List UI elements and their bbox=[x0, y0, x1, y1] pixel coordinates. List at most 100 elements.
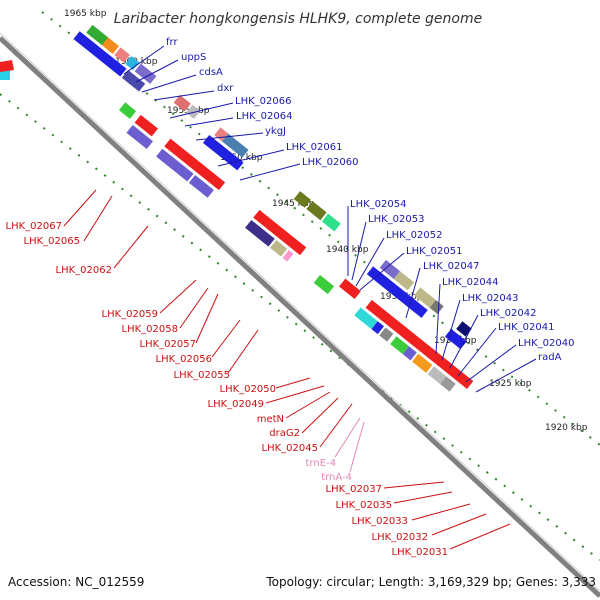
gene-block bbox=[393, 271, 415, 291]
gene-block bbox=[156, 148, 194, 182]
gene-label: LHK_02053 bbox=[368, 214, 424, 225]
kbp-tick: 1925 kbp bbox=[489, 379, 532, 389]
gene-block bbox=[313, 275, 335, 295]
gene-block bbox=[101, 37, 120, 54]
gene-label: LHK_02059 bbox=[102, 309, 158, 320]
gene-block bbox=[121, 69, 146, 92]
rna-connectors bbox=[334, 417, 365, 473]
gene-block bbox=[371, 321, 385, 335]
gene-label: LHK_02054 bbox=[350, 199, 406, 210]
gene-block bbox=[222, 133, 249, 158]
gene-block bbox=[270, 240, 288, 257]
gene-label: dxr bbox=[217, 83, 234, 94]
gene-label: LHK_02043 bbox=[462, 293, 518, 304]
gene-label: LHK_02066 bbox=[235, 96, 291, 107]
gene-block bbox=[444, 328, 467, 350]
gene-label: LHK_02056 bbox=[156, 354, 212, 365]
gene-label: LHK_02052 bbox=[386, 230, 442, 241]
gene-block bbox=[173, 94, 191, 112]
kbp-tick: 1940 kbp bbox=[326, 245, 369, 255]
gene-block bbox=[306, 201, 327, 221]
gene-block bbox=[245, 220, 275, 247]
gene-label: LHK_02067 bbox=[6, 221, 62, 232]
gene-features bbox=[0, 24, 474, 392]
gene-label: LHK_02064 bbox=[236, 111, 292, 122]
topology-text: Topology: circular; Length: 3,169,329 bp… bbox=[265, 575, 596, 589]
gene-label: LHK_02062 bbox=[56, 265, 112, 276]
gene-block bbox=[390, 336, 409, 355]
gene-label: LHK_02037 bbox=[326, 484, 382, 495]
gene-block bbox=[440, 376, 456, 392]
gene-block bbox=[339, 278, 361, 299]
gene-block bbox=[365, 299, 474, 389]
gene-label: LHK_02055 bbox=[174, 370, 230, 381]
gene-label: LHK_02045 bbox=[262, 443, 318, 454]
gene-block bbox=[402, 346, 417, 361]
gene-block bbox=[186, 104, 201, 119]
gene-label: LHK_02057 bbox=[140, 339, 196, 350]
gene-label: LHK_02065 bbox=[24, 236, 80, 247]
outer-guide-line bbox=[41, 11, 600, 446]
gene-block bbox=[456, 321, 472, 337]
gene-label: frr bbox=[166, 37, 178, 48]
gene-block bbox=[429, 299, 444, 314]
gene-label: ykgJ bbox=[265, 126, 286, 137]
kbp-tick: 1920 kbp bbox=[545, 423, 588, 433]
gene-label: LHK_02061 bbox=[286, 142, 342, 153]
gene-label: LHK_02031 bbox=[392, 547, 448, 558]
gene-block bbox=[86, 24, 110, 47]
gene-label: LHK_02058 bbox=[122, 324, 178, 335]
gene-block bbox=[366, 266, 428, 318]
gene-block bbox=[354, 307, 378, 330]
genome-backbone bbox=[0, 36, 600, 598]
gene-block bbox=[202, 135, 244, 171]
gene-block bbox=[164, 138, 226, 191]
gene-block bbox=[282, 250, 294, 262]
bottom-connectors bbox=[63, 189, 511, 550]
gene-block bbox=[134, 114, 159, 137]
gene-block bbox=[118, 102, 137, 119]
gene-block bbox=[427, 366, 447, 385]
kbp-tick: 1965 kbp bbox=[64, 9, 107, 19]
gene-label: LHK_02040 bbox=[518, 338, 574, 349]
map-title: Laribacter hongkongensis HLHK9, complete… bbox=[114, 11, 482, 27]
gene-label: LHK_02047 bbox=[423, 261, 479, 272]
gene-block bbox=[414, 287, 436, 308]
dotted-guides bbox=[0, 11, 600, 561]
gene-label: LHK_02051 bbox=[406, 246, 462, 257]
gene-block bbox=[114, 47, 130, 63]
gene-label: LHK_02032 bbox=[372, 532, 428, 543]
gene-label: LHK_02035 bbox=[336, 500, 392, 511]
gene-label: radA bbox=[538, 352, 562, 363]
gene-label: uppS bbox=[181, 52, 206, 63]
gene-label: LHK_02060 bbox=[302, 157, 358, 168]
gene-label: LHK_02049 bbox=[208, 399, 264, 410]
kbp-tick: 1945 kbp bbox=[272, 199, 315, 209]
gene-block bbox=[126, 124, 153, 150]
gene-block bbox=[321, 213, 341, 232]
gene-block bbox=[125, 56, 140, 71]
gene-block bbox=[293, 191, 312, 208]
gene-block bbox=[379, 259, 400, 279]
gene-label: cdsA bbox=[199, 67, 223, 78]
gene-label: trnE-4 bbox=[306, 458, 336, 469]
top-gene-labels: frr uppS cdsA dxr LHK_02066 LHK_02064 yk… bbox=[166, 37, 574, 363]
accession-text: Accession: NC_012559 bbox=[8, 575, 144, 589]
gene-block bbox=[73, 31, 127, 77]
gene-label: LHK_02044 bbox=[442, 277, 498, 288]
gene-block bbox=[0, 60, 14, 72]
gene-block bbox=[0, 70, 10, 80]
gene-label: draG2 bbox=[269, 428, 300, 439]
gene-label: trnA-4 bbox=[321, 472, 352, 483]
gene-block bbox=[253, 209, 307, 256]
top-connectors bbox=[123, 45, 537, 393]
kbp-tick: 1950 kbp bbox=[220, 153, 263, 163]
bottom-gene-labels: LHK_02067 LHK_02065 LHK_02062 LHK_02059 … bbox=[6, 221, 448, 558]
rna-gene-labels: trnE-4 trnA-4 bbox=[306, 458, 352, 483]
gene-label: metN bbox=[257, 414, 284, 425]
gene-label: LHK_02033 bbox=[352, 516, 408, 527]
gene-block bbox=[188, 174, 214, 198]
gene-block bbox=[379, 327, 394, 342]
